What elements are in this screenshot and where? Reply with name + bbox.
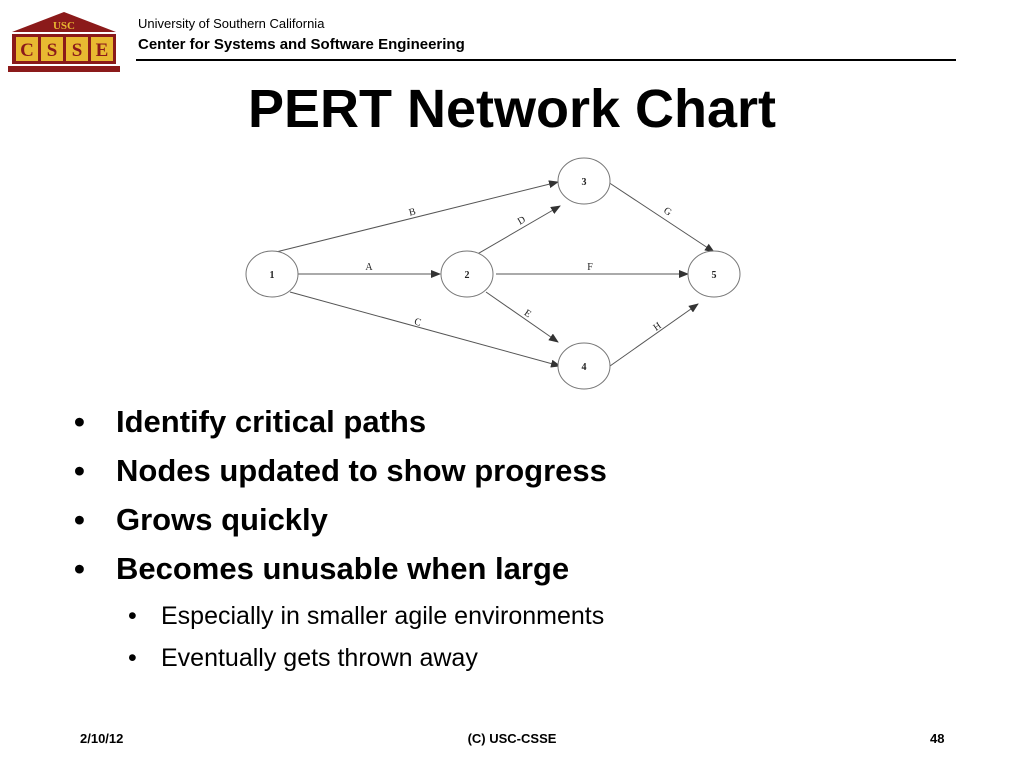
bullet-text: Grows quickly <box>116 502 328 537</box>
bullet-marker: • <box>74 502 85 537</box>
edge-e <box>485 291 559 343</box>
edge-label-b: B <box>408 206 417 218</box>
sub-bullet-text: Especially in smaller agile environments <box>161 602 605 630</box>
usc-csse-logo: USC C S S E <box>8 12 120 72</box>
edge-label-c: C <box>413 316 423 328</box>
bullet-marker: • <box>74 404 85 439</box>
logo-letters: C S S E <box>16 37 113 61</box>
node-4 <box>557 342 611 390</box>
footer-date: 2/10/12 <box>80 731 124 746</box>
edge-label-g: G <box>661 205 673 218</box>
node-label-4: 4 <box>582 362 587 373</box>
bullet-marker: • <box>74 453 85 488</box>
edge-b <box>275 180 559 253</box>
logo-letter-e: E <box>96 40 109 61</box>
bullet-item: • Becomes unusable when large <box>0 549 1024 598</box>
node-2 <box>440 250 494 298</box>
bullet-item: • Grows quickly <box>0 500 1024 549</box>
logo-usc-text: USC <box>53 20 75 32</box>
bullet-list: • Identify critical paths • Nodes update… <box>0 402 1024 682</box>
edge-label-f: F <box>587 262 593 273</box>
sub-bullet-item: • Especially in smaller agile environmen… <box>0 598 1024 640</box>
footer-copyright: (C) USC-CSSE <box>467 731 557 746</box>
edge-g <box>607 181 715 253</box>
node-label-2: 2 <box>465 270 470 281</box>
slide-title: PERT Network Chart <box>247 79 777 139</box>
node-5 <box>687 250 741 298</box>
logo-letter-s2: S <box>72 40 83 61</box>
edge-label-a: A <box>365 262 373 273</box>
bullet-text: Identify critical paths <box>116 404 427 439</box>
logo-letter-c: C <box>20 40 34 61</box>
sub-bullet-marker: • <box>128 602 137 630</box>
node-3 <box>557 157 611 205</box>
node-label-5: 5 <box>712 270 717 281</box>
node-label-3: 3 <box>582 177 587 188</box>
logo-base <box>8 66 120 72</box>
sub-bullet-marker: • <box>128 644 137 672</box>
edge-label-e: E <box>522 308 533 321</box>
bullet-text: Becomes unusable when large <box>116 551 570 586</box>
center-name: Center for Systems and Software Engineer… <box>138 36 465 53</box>
bullet-item: • Nodes updated to show progress <box>0 451 1024 500</box>
edge-label-d: D <box>516 214 528 227</box>
sub-bullet-text: Eventually gets thrown away <box>161 644 478 672</box>
page-number: 48 <box>930 731 945 746</box>
sub-bullet-item: • Eventually gets thrown away <box>0 640 1024 682</box>
bullet-text: Nodes updated to show progress <box>116 453 607 488</box>
logo-roof <box>12 12 116 32</box>
node-1 <box>245 250 299 298</box>
pert-network-diagram: A B C D E F G H 1 2 3 4 5 <box>245 157 741 390</box>
bullet-item: • Identify critical paths <box>0 402 1024 451</box>
edge-h <box>609 303 699 367</box>
bullet-marker: • <box>74 551 85 586</box>
logo-letter-s1: S <box>47 40 58 61</box>
edge-c <box>289 291 561 368</box>
node-label-1: 1 <box>270 270 275 281</box>
edge-d <box>473 205 561 257</box>
header-divider <box>136 59 956 61</box>
edge-label-h: H <box>651 320 663 333</box>
university-name: University of Southern California <box>138 16 325 31</box>
